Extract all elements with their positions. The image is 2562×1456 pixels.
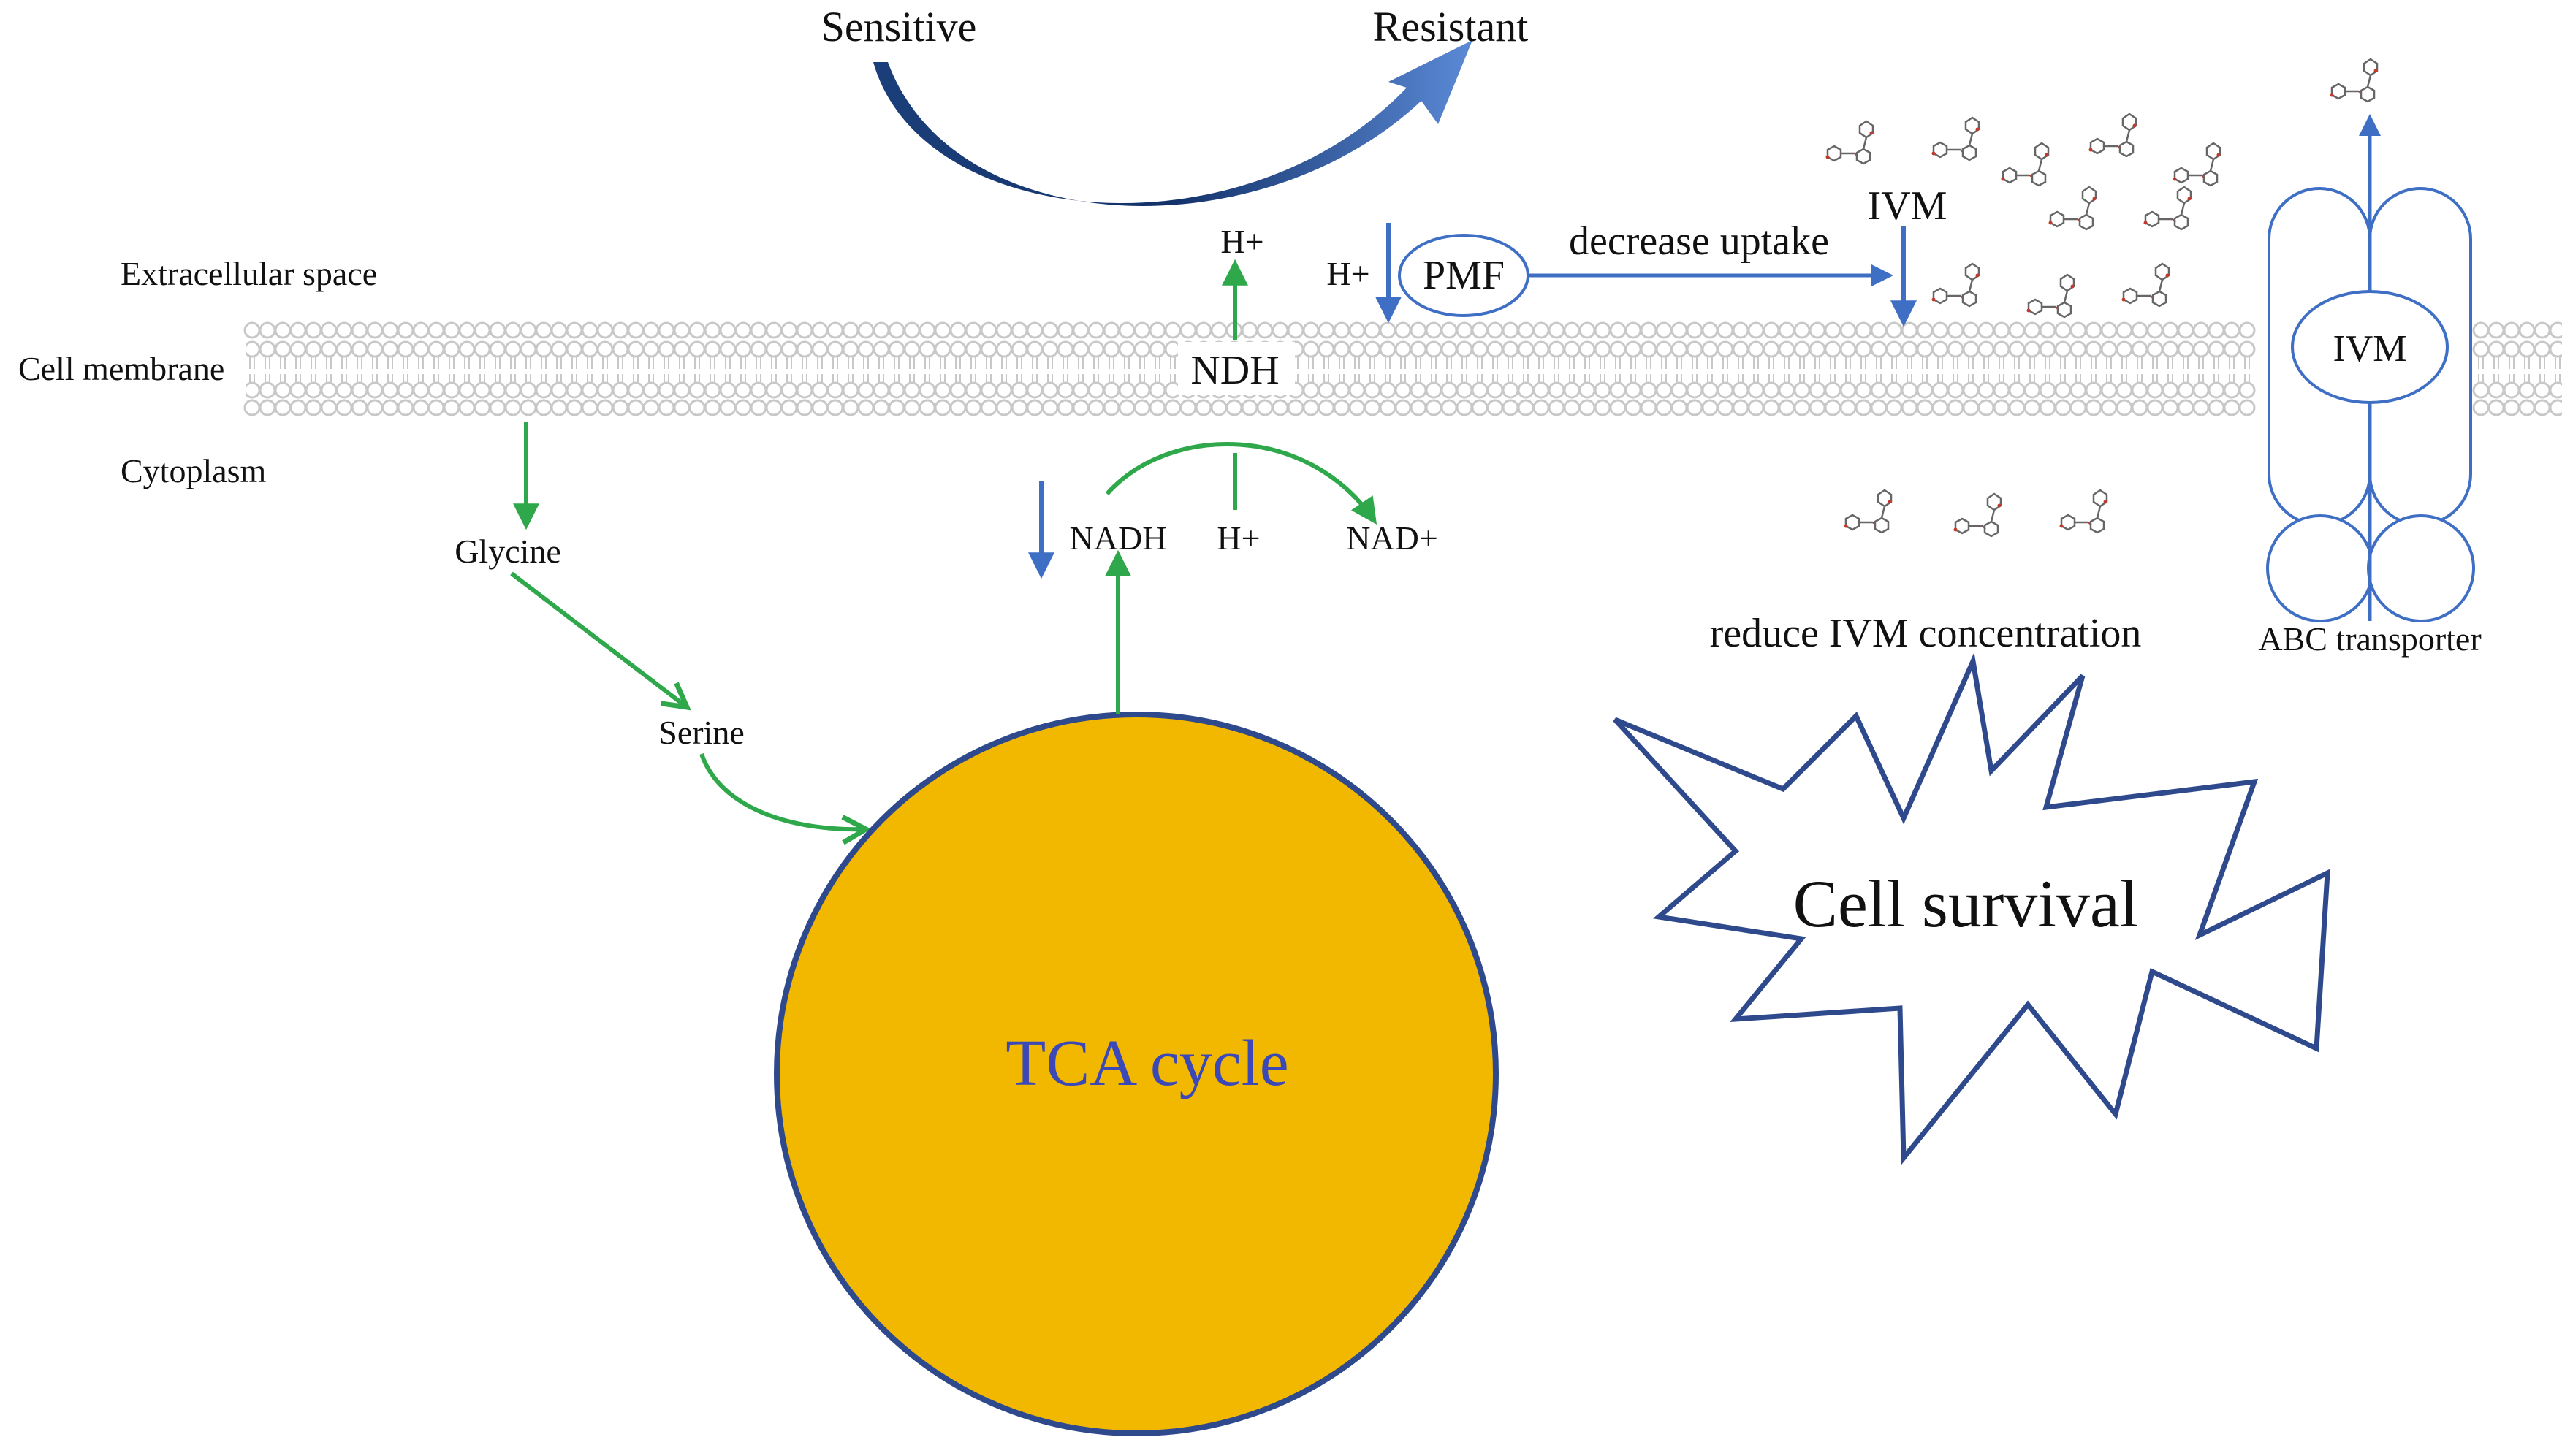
- sensitive-label: Sensitive: [821, 3, 977, 50]
- glycine-to-serine-arrow: [510, 571, 687, 707]
- h-plus-extracellular-label: H+: [1220, 223, 1263, 260]
- sensitive-to-resistant-arrow: [873, 40, 1472, 206]
- reduce-ivm-concentration-label: reduce IVM concentration: [1710, 611, 2142, 656]
- ndh-label: NDH: [1190, 348, 1279, 393]
- cell-membrane-label: Cell membrane: [18, 350, 224, 387]
- glycine-label: Glycine: [455, 533, 561, 570]
- nadh-to-nad-arrow: [1105, 441, 1377, 525]
- extracellular-space-label: Extracellular space: [121, 255, 377, 292]
- cell-survival-starburst: [1613, 652, 2330, 1165]
- resistant-label: Resistant: [1373, 3, 1529, 50]
- decrease-uptake-label: decrease uptake: [1569, 218, 1829, 264]
- abc-transporter-label: ABC transporter: [2258, 620, 2481, 658]
- ivm-transporter-label: IVM: [2333, 328, 2406, 370]
- cell-survival-label: Cell survival: [1793, 866, 2139, 941]
- pmf-ellipse: [1398, 234, 1529, 317]
- tca-cycle-circle: [774, 712, 1499, 1436]
- ivm-molecules-cytoplasm: [1843, 489, 2108, 538]
- tca-cycle-label: TCA cycle: [1006, 1027, 1288, 1099]
- nad-plus-label: NAD+: [1346, 519, 1438, 557]
- nadh-label: NADH: [1070, 519, 1167, 557]
- h-plus-cytoplasm-label: H+: [1217, 519, 1260, 557]
- cytoplasm-label: Cytoplasm: [121, 452, 267, 489]
- ivm-extracellular-label: IVM: [1868, 183, 1947, 229]
- pmf-label: PMF: [1423, 253, 1505, 298]
- h-plus-pmf-label: H+: [1326, 255, 1369, 292]
- cell-membrane-bilayer: [243, 321, 2562, 416]
- serine-label: Serine: [658, 714, 745, 751]
- abc-transporter: [2266, 114, 2475, 622]
- serine-to-tca-arrow: [699, 753, 866, 829]
